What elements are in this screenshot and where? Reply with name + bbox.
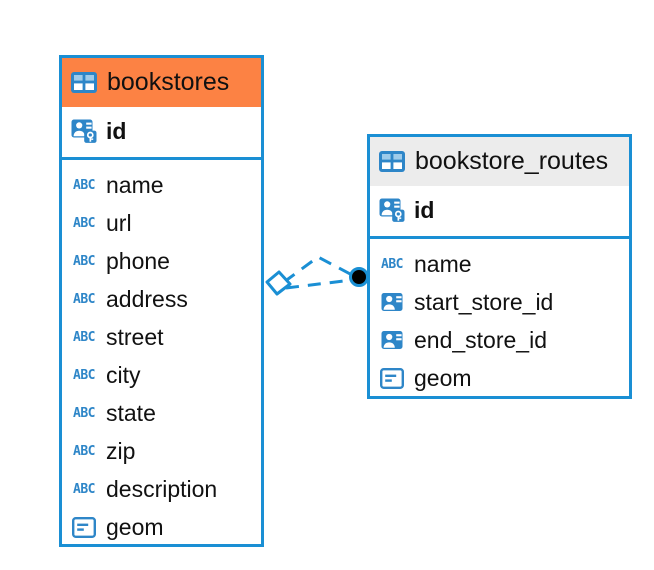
entity-bookstores-pk-section: id: [62, 107, 261, 160]
field-label-bookstores-street: street: [106, 323, 164, 350]
text-abc-icon: ABC: [73, 367, 95, 383]
field-row-bookstores-address[interactable]: ABC address: [71, 280, 261, 318]
entity-bookstore-routes-header[interactable]: bookstore_routes: [370, 137, 629, 186]
field-label-bookstore-routes-end-store-id: end_store_id: [414, 326, 547, 353]
text-abc-icon: ABC: [73, 253, 95, 269]
foreign-key-icon: [379, 327, 405, 353]
text-abc-icon: ABC: [73, 481, 95, 497]
field-label-bookstore-routes-id: id: [414, 196, 435, 223]
text-abc-icon: ABC: [73, 329, 95, 345]
field-label-bookstores-description: description: [106, 475, 218, 502]
field-row-bookstores-phone[interactable]: ABC phone: [71, 242, 261, 280]
field-label-bookstore-routes-start-store-id: start_store_id: [414, 288, 554, 315]
field-row-bookstores-description[interactable]: ABC description: [71, 470, 261, 508]
entity-bookstores-title: bookstores: [107, 68, 230, 96]
text-abc-icon: ABC: [73, 405, 95, 421]
text-abc-icon: ABC: [73, 291, 95, 307]
field-row-bookstores-state[interactable]: ABC state: [71, 394, 261, 432]
entity-bookstores-columns: ABC name ABC url ABC phone ABC: [62, 160, 261, 550]
entity-bookstores-header[interactable]: bookstores: [62, 58, 261, 107]
text-abc-icon: ABC: [73, 443, 95, 459]
geometry-blob-icon: [71, 514, 97, 540]
primary-key-icon: [379, 197, 405, 223]
field-label-bookstores-address: address: [106, 285, 188, 312]
table-icon: [379, 149, 405, 175]
entity-bookstore-routes[interactable]: bookstore_routes: [367, 134, 632, 399]
diamond-open-marker[interactable]: [265, 270, 292, 296]
primary-key-icon: [71, 118, 97, 144]
field-row-bookstores-id[interactable]: id: [71, 112, 261, 150]
field-row-bookstore-routes-name[interactable]: ABC name: [379, 245, 629, 283]
text-abc-icon: ABC: [73, 177, 95, 193]
field-label-bookstores-geom: geom: [106, 513, 164, 540]
field-label-bookstores-id: id: [106, 117, 127, 144]
entity-bookstore-routes-title: bookstore_routes: [415, 147, 609, 175]
field-label-bookstores-city: city: [106, 361, 141, 388]
text-abc-icon: ABC: [381, 256, 403, 272]
geometry-blob-icon: [379, 365, 405, 391]
entity-bookstores[interactable]: bookstores id: [59, 55, 264, 547]
field-row-bookstore-routes-id[interactable]: id: [379, 191, 629, 229]
field-row-bookstore-routes-end-store-id[interactable]: end_store_id: [379, 321, 629, 359]
table-icon: [71, 70, 97, 96]
field-label-bookstores-url: url: [106, 209, 132, 236]
field-label-bookstores-name: name: [106, 171, 164, 198]
field-row-bookstore-routes-start-store-id[interactable]: start_store_id: [379, 283, 629, 321]
foreign-key-icon: [379, 289, 405, 315]
field-label-bookstores-phone: phone: [106, 247, 170, 274]
field-label-bookstore-routes-geom: geom: [414, 364, 472, 391]
field-row-bookstores-street[interactable]: ABC street: [71, 318, 261, 356]
entity-bookstore-routes-columns: ABC name start_store_id: [370, 239, 629, 401]
filled-circle-marker[interactable]: [349, 267, 369, 287]
field-row-bookstores-url[interactable]: ABC url: [71, 204, 261, 242]
field-label-bookstore-routes-name: name: [414, 250, 472, 277]
field-row-bookstore-routes-geom[interactable]: geom: [379, 359, 629, 397]
relationship-line-upper[interactable]: [283, 255, 355, 284]
field-label-bookstores-zip: zip: [106, 437, 136, 464]
relationship-line-lower[interactable]: [285, 278, 353, 290]
field-label-bookstores-state: state: [106, 399, 156, 426]
field-row-bookstores-zip[interactable]: ABC zip: [71, 432, 261, 470]
field-row-bookstores-city[interactable]: ABC city: [71, 356, 261, 394]
field-row-bookstores-name[interactable]: ABC name: [71, 166, 261, 204]
text-abc-icon: ABC: [73, 215, 95, 231]
entity-bookstore-routes-pk-section: id: [370, 186, 629, 239]
field-row-bookstores-geom[interactable]: geom: [71, 508, 261, 546]
